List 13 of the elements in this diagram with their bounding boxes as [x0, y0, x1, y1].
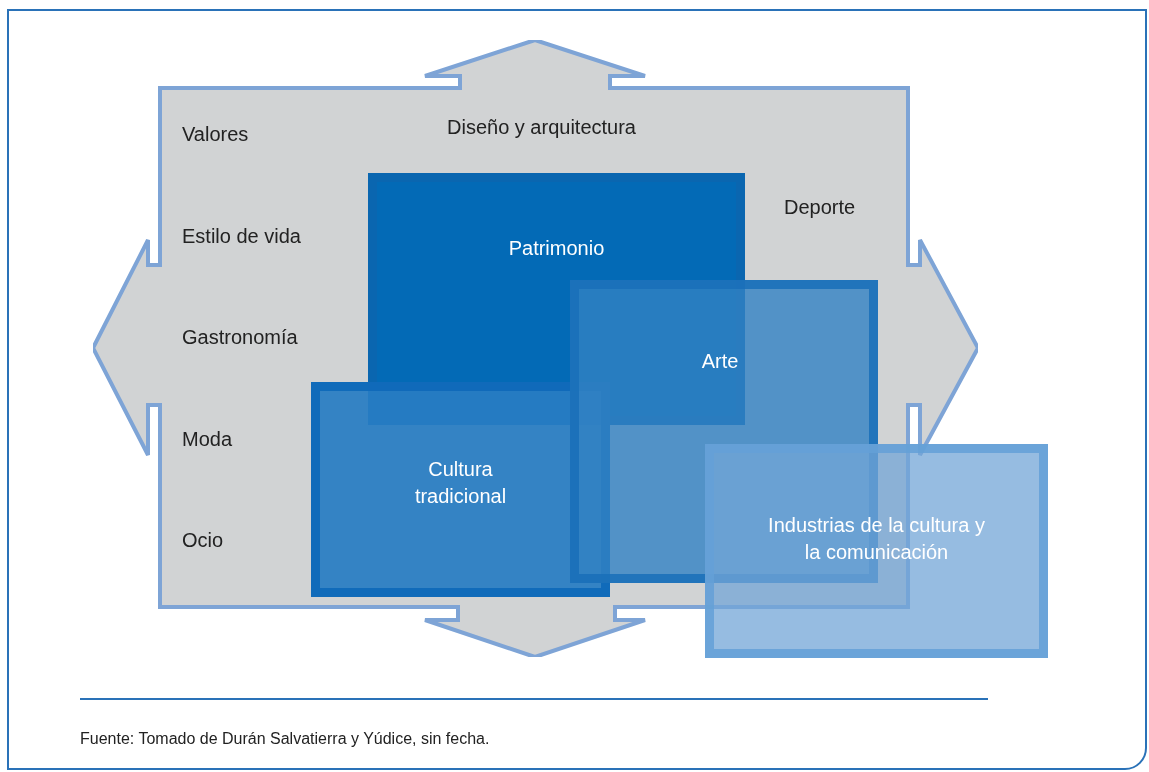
box-label: Arte — [700, 349, 740, 374]
category-label: Deporte — [784, 195, 856, 219]
category-label: Diseño y arquitectura — [447, 115, 636, 139]
category-label: Moda — [182, 427, 233, 451]
box-label: Cultura tradicional — [413, 457, 508, 509]
category-label: Valores — [182, 122, 249, 146]
box-label: Patrimonio — [507, 236, 606, 261]
cultural-industries-box — [705, 444, 1048, 658]
source-caption: Fuente: Tomado de Durán Salvatierra y Yúdice, sin fecha. — [80, 730, 490, 748]
box-label: Industrias de la cultura y la comunicación — [767, 513, 986, 565]
category-label: Estilo de vida — [182, 224, 301, 248]
category-label: Gastronomía — [182, 325, 298, 349]
category-label: Ocio — [182, 528, 224, 552]
